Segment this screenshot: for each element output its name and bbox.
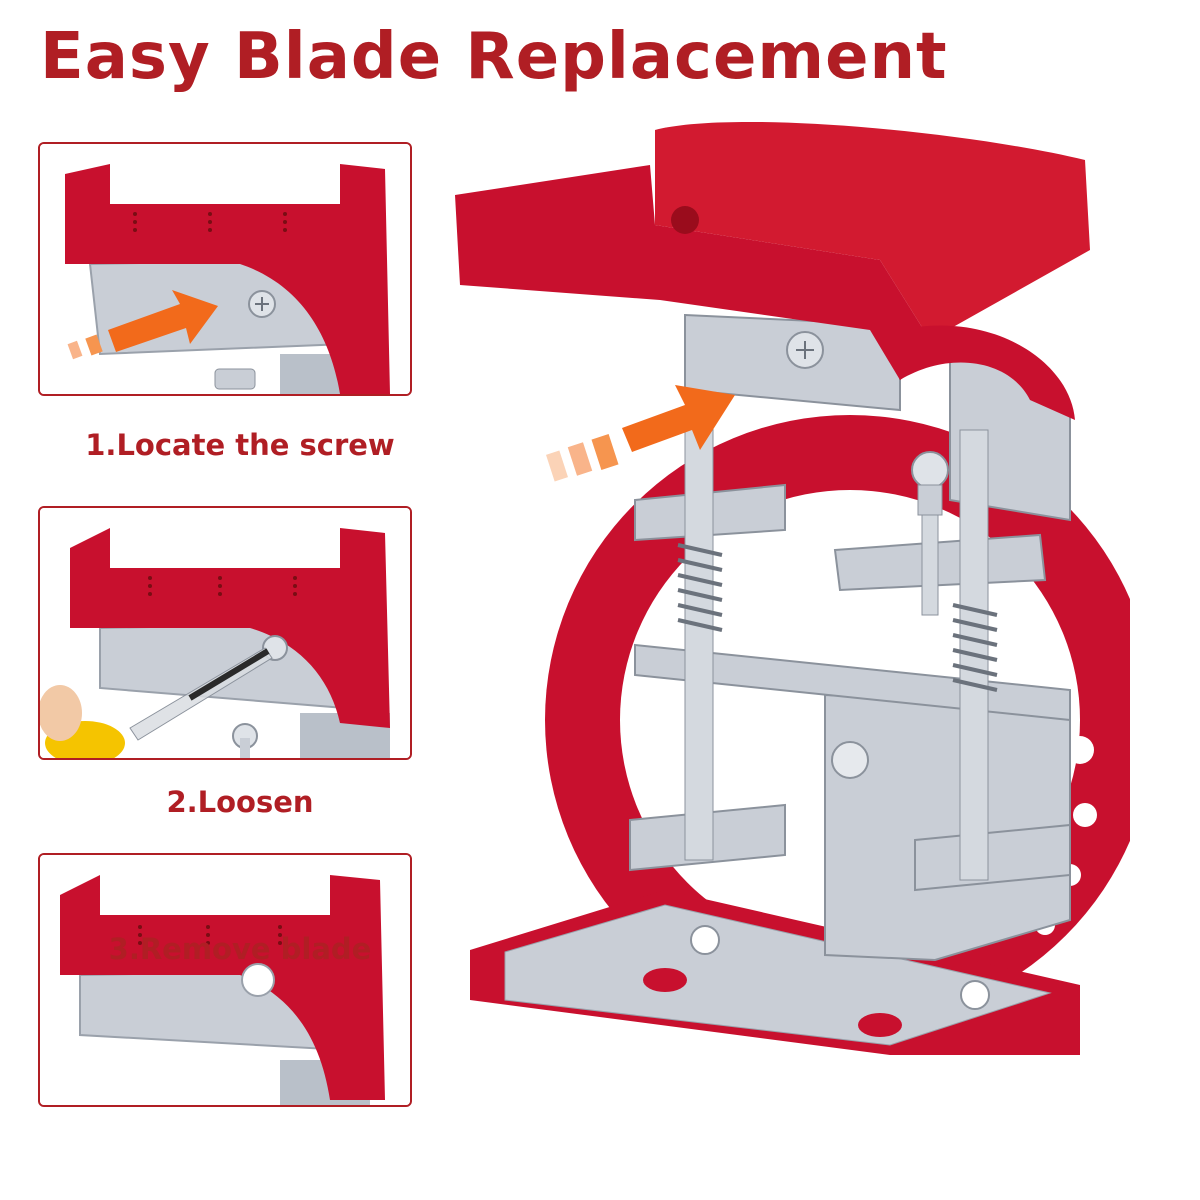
- step-3-panel: [38, 853, 412, 1107]
- step-2-panel: [38, 506, 412, 760]
- screw-icon: [786, 331, 824, 369]
- steel-frame: [629, 333, 1071, 962]
- step-1-illustration: [40, 144, 410, 394]
- bolt: [831, 741, 869, 779]
- screw-icon: [248, 290, 276, 318]
- step-1-caption: 1.Locate the screw: [85, 428, 395, 462]
- screwdriver-icon: [40, 647, 273, 758]
- screw-icon: [911, 451, 949, 616]
- step-1-panel: [38, 142, 412, 396]
- spring: [677, 543, 998, 692]
- step-2-caption: 2.Loosen: [166, 785, 314, 819]
- step-3-illustration: [40, 855, 410, 1105]
- empty-screw-hole: [241, 963, 275, 997]
- step-3-caption: 3.Remove blade: [108, 932, 372, 966]
- blade-holder: [455, 121, 1090, 420]
- arrow-icon: [546, 385, 735, 482]
- headline: Easy Blade Replacement: [40, 20, 948, 94]
- rods: [677, 419, 998, 881]
- arrow-icon: [67, 290, 218, 360]
- screw-icon: [232, 723, 258, 758]
- base: [470, 890, 1080, 1055]
- product-image: [455, 121, 1130, 1055]
- step-2-illustration: [40, 508, 410, 758]
- blade-holder: [65, 164, 390, 394]
- blade-holder: [60, 875, 385, 1100]
